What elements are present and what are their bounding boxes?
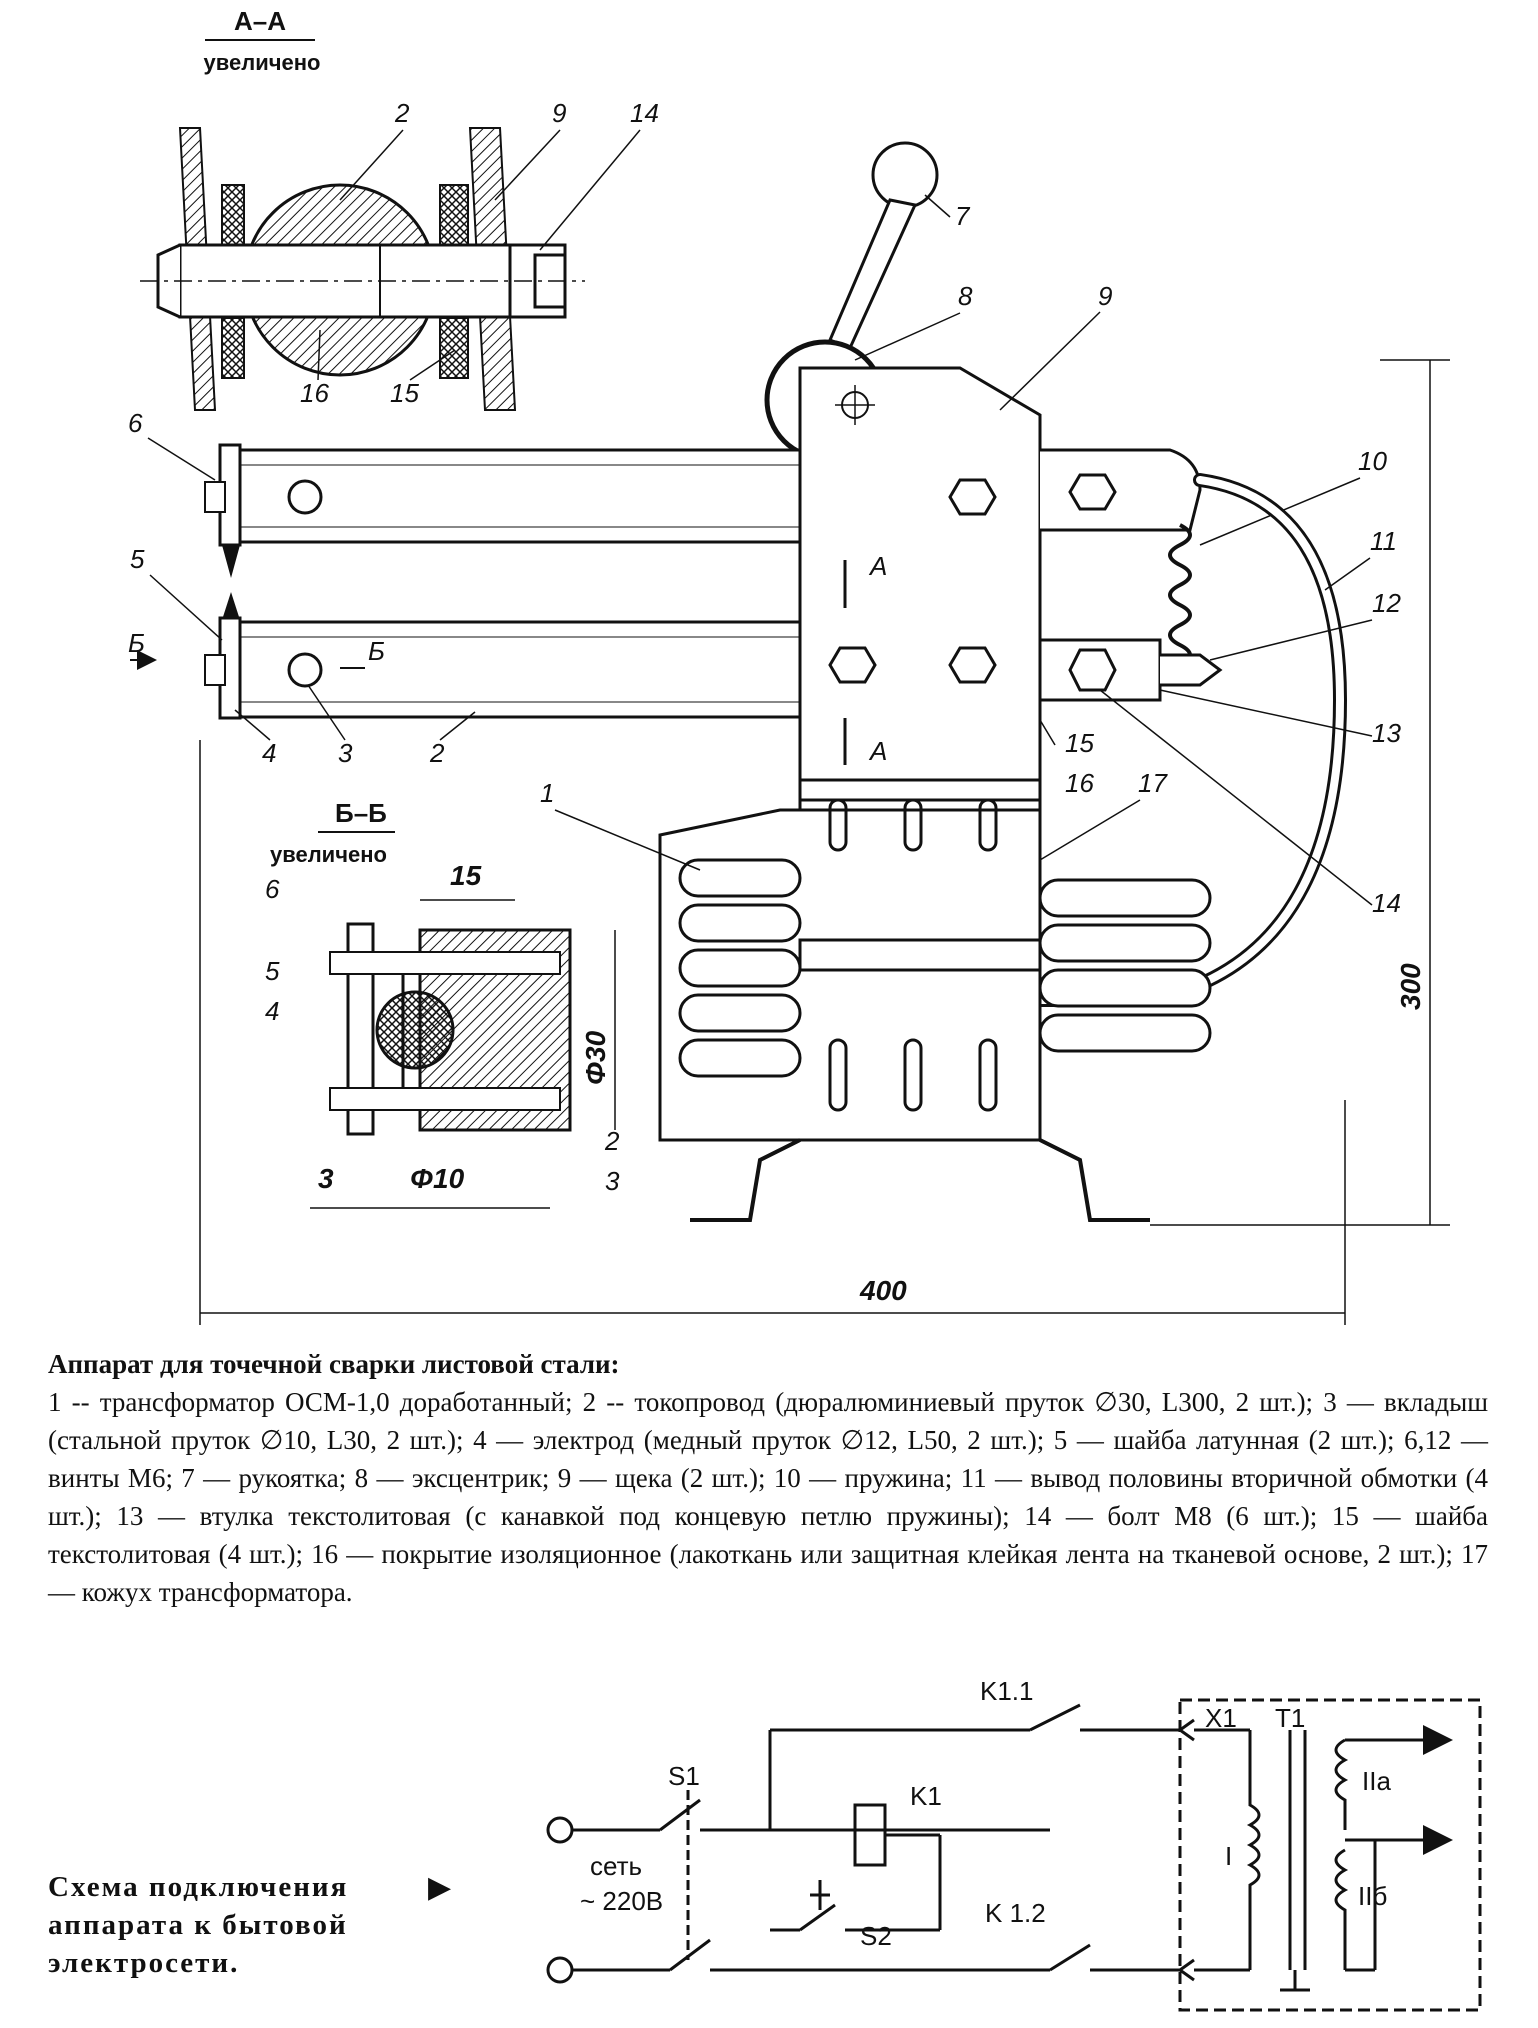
- callout-6-bb: 6: [265, 874, 280, 904]
- section-mark-a-bottom: А: [868, 736, 887, 766]
- washer-15-b: [221, 317, 245, 379]
- section-mark-a-top: А: [868, 551, 887, 581]
- mains-terminal-bottom: [546, 1956, 574, 1984]
- label-k12: K 1.2: [985, 1898, 1046, 1928]
- handle-lever-7: [828, 198, 918, 350]
- dim-15: 15: [450, 860, 482, 891]
- section-mark-b-right: Б: [368, 636, 385, 666]
- callout-6: 6: [128, 408, 143, 438]
- callout-3-bb: 3: [605, 1166, 620, 1196]
- schematic-labels: S1 K1 K1.1 S2 K 1.2 X1 T1 I IIa IIб сеть…: [580, 1676, 1391, 1951]
- callout-1: 1: [540, 778, 554, 808]
- wiring-schematic: [546, 1698, 1482, 2012]
- label-winding-iib: IIб: [1358, 1881, 1387, 1911]
- schema-label: Схема подключения аппарата к бытовой эле…: [48, 1871, 349, 1979]
- contact-k11: [1029, 1703, 1081, 1732]
- callout-7: 7: [955, 201, 971, 231]
- washer-15-d: [439, 317, 469, 379]
- section-aa-subtitle: увеличено: [204, 50, 321, 75]
- section-bb: Б–Б увеличено 15 Φ30 3 Φ10 6 5 4 2 3: [265, 798, 620, 1209]
- dim-300: 300: [1395, 963, 1426, 1010]
- schema-arrow-icon: ▶: [428, 1870, 452, 1905]
- dim-phi10: Φ10: [410, 1163, 465, 1194]
- callout-13: 13: [1372, 718, 1401, 748]
- upper-electrode-4: [222, 545, 240, 578]
- callout-9-aa: 9: [552, 98, 566, 128]
- callout-12: 12: [1372, 588, 1401, 618]
- figure-caption: Аппарат для точечной сварки листовой ста…: [48, 1345, 1488, 1611]
- washer-15-c: [439, 184, 469, 246]
- label-t1: T1: [1275, 1703, 1305, 1733]
- label-mains-1: сеть: [590, 1851, 642, 1881]
- dim-400: 400: [859, 1275, 907, 1306]
- callout-3: 3: [338, 738, 353, 768]
- dim-3: 3: [318, 1163, 334, 1194]
- label-x1: X1: [1205, 1703, 1237, 1733]
- base-feet: [690, 1138, 1150, 1222]
- callout-16: 16: [1065, 768, 1094, 798]
- switch-s1: [659, 1798, 701, 1832]
- callout-15: 15: [1065, 728, 1094, 758]
- callout-2-main: 2: [429, 738, 445, 768]
- callout-14: 14: [1372, 888, 1401, 918]
- mains-terminal-top: [546, 1816, 574, 1844]
- label-winding-iia: IIa: [1362, 1766, 1391, 1796]
- section-bb-title: Б–Б: [335, 798, 387, 828]
- callout-17: 17: [1138, 768, 1168, 798]
- dim-phi30: Φ30: [580, 1030, 611, 1085]
- callout-2-aa: 2: [394, 98, 410, 128]
- spring-10: [1168, 523, 1192, 667]
- callout-14-aa: 14: [630, 98, 659, 128]
- callout-4: 4: [262, 738, 276, 768]
- transformer-windings-1: [678, 858, 1212, 1078]
- callout-5-bb: 5: [265, 956, 280, 986]
- label-k1: K1: [910, 1781, 942, 1811]
- callout-11: 11: [1370, 526, 1397, 556]
- label-s2: S2: [860, 1921, 892, 1951]
- callout-10: 10: [1358, 446, 1387, 476]
- relay-coil-k1: [853, 1803, 887, 1867]
- secondary-winding-IIb: [1334, 1848, 1349, 1970]
- label-winding-i: I: [1225, 1841, 1232, 1871]
- callout-4-bb: 4: [265, 996, 279, 1026]
- transformer-box: [1178, 1698, 1482, 2012]
- label-s1: S1: [668, 1761, 700, 1791]
- contact-k12: [1049, 1943, 1091, 1972]
- secondary-winding-IIa: [1334, 1738, 1349, 1830]
- callout-2-bb: 2: [604, 1126, 620, 1156]
- caption-text: 1 -- трансформатор ОСМ-1,0 доработанный;…: [48, 1387, 1488, 1607]
- section-mark-b-left: Б: [128, 628, 145, 658]
- callout-5: 5: [130, 544, 145, 574]
- callout-16-aa: 16: [300, 378, 329, 408]
- lower-electrode-4: [222, 592, 240, 620]
- callout-8: 8: [958, 281, 973, 311]
- callout-15-aa: 15: [390, 378, 419, 408]
- callout-9: 9: [1098, 281, 1112, 311]
- main-assembly: 7 8 6 5 Б Б 4 3 2: [128, 141, 1450, 1325]
- button-s2: [799, 1903, 836, 1932]
- primary-winding-I: [1246, 1730, 1261, 1970]
- section-aa: A–A увеличено 2 9 14 16 15: [140, 6, 659, 411]
- caption-title: Аппарат для точечной сварки листовой ста…: [48, 1349, 620, 1379]
- section-aa-title: A–A: [234, 6, 286, 36]
- label-mains-2: ~ 220В: [580, 1886, 663, 1916]
- washer-15-a: [221, 184, 245, 246]
- section-bb-subtitle: увеличено: [270, 842, 387, 867]
- label-k11: K1.1: [980, 1676, 1034, 1706]
